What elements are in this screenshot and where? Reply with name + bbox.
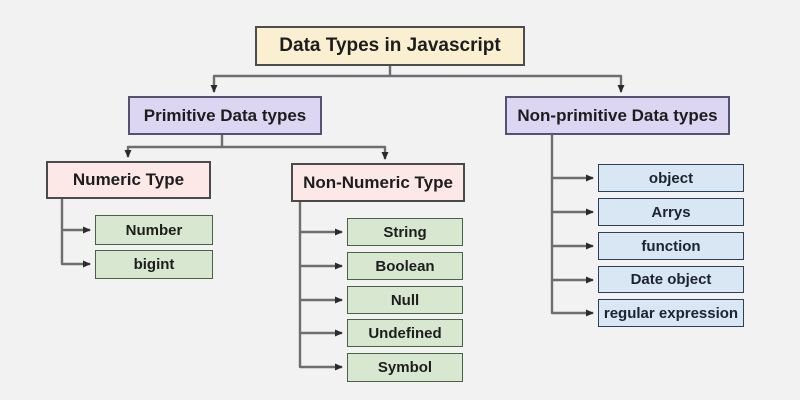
node-date-object: Date object [598, 266, 744, 293]
node-non-primitive: Non-primitive Data types [505, 96, 730, 135]
node-symbol: Symbol [347, 353, 463, 382]
node-regular-expression: regular expression [598, 299, 744, 327]
node-arrys: Arrys [598, 198, 744, 226]
node-bigint: bigint [95, 250, 213, 279]
node-boolean: Boolean [347, 252, 463, 280]
node-title: Data Types in Javascript [255, 26, 525, 66]
node-primitive: Primitive Data types [128, 96, 322, 135]
node-string: String [347, 218, 463, 246]
node-non-numeric-type: Non-Numeric Type [291, 163, 465, 202]
node-numeric-type: Numeric Type [46, 161, 211, 199]
node-undefined: Undefined [347, 319, 463, 347]
node-number: Number [95, 215, 213, 245]
node-function: function [598, 232, 744, 260]
node-object: object [598, 164, 744, 192]
node-null: Null [347, 286, 463, 314]
